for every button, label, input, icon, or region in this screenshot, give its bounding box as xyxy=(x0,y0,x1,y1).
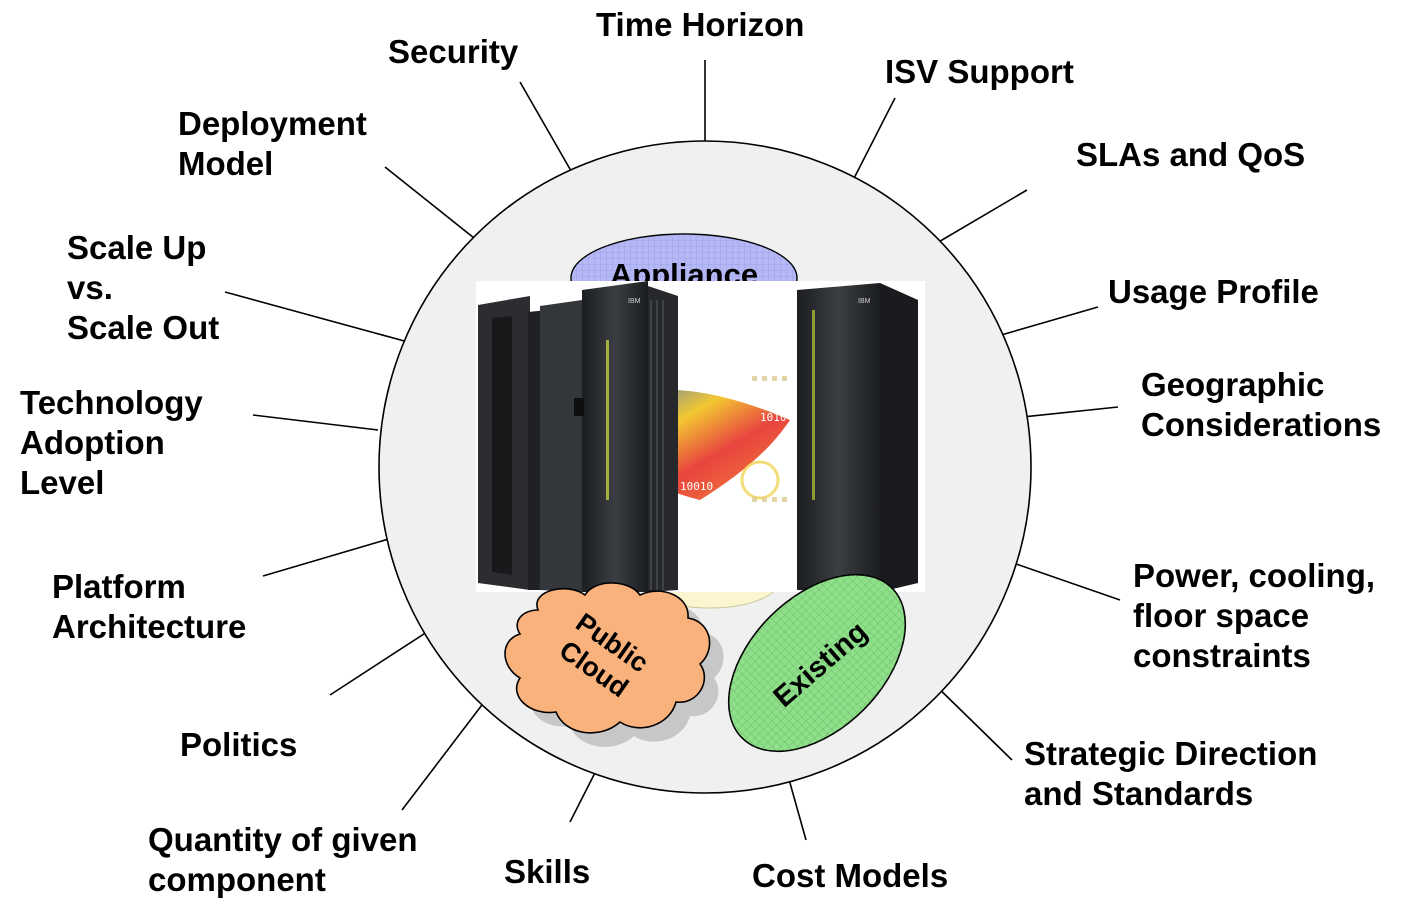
label-geographic: Geographic Considerations xyxy=(1141,365,1381,445)
label-platform-architecture-line2: Architecture xyxy=(52,608,247,645)
left-server-rack: IBM xyxy=(478,281,678,592)
label-platform-architecture: Platform Architecture xyxy=(52,567,246,647)
label-quantity-line2: component xyxy=(148,861,326,898)
right-server-rack: IBM xyxy=(797,283,918,592)
label-strategic-direction-line2: and Standards xyxy=(1024,775,1254,812)
label-power-cooling-line3: constraints xyxy=(1133,637,1311,674)
label-security: Security xyxy=(388,32,518,72)
label-security-line: Security xyxy=(388,33,519,70)
label-deployment-model: Deployment Model xyxy=(178,104,367,184)
label-technology-adoption-line1: Technology xyxy=(20,384,203,421)
svg-text:1010: 1010 xyxy=(760,411,787,424)
label-geographic-line1: Geographic xyxy=(1141,366,1325,403)
label-isv-support-line: ISV Support xyxy=(885,53,1074,90)
label-time-horizon: Time Horizon xyxy=(596,5,804,45)
label-power-cooling-line2: floor space xyxy=(1133,597,1310,634)
server-brand-left: IBM xyxy=(628,298,641,305)
label-politics: Politics xyxy=(180,725,297,765)
label-skills-line: Skills xyxy=(504,853,591,890)
label-usage-profile-line: Usage Profile xyxy=(1108,273,1319,310)
label-skills: Skills xyxy=(504,852,590,892)
svg-text:10010: 10010 xyxy=(680,480,713,493)
label-scale-line1: Scale Up xyxy=(67,229,207,266)
label-cost-models: Cost Models xyxy=(752,856,948,896)
label-technology-adoption-line2: Adoption xyxy=(20,424,165,461)
label-strategic-direction: Strategic Direction and Standards xyxy=(1024,734,1317,814)
label-power-cooling-line1: Power, cooling, xyxy=(1133,557,1376,594)
label-technology-adoption: Technology Adoption Level xyxy=(20,383,203,503)
label-power-cooling: Power, cooling, floor space constraints xyxy=(1133,556,1375,676)
label-deployment-model-line2: Model xyxy=(178,145,274,182)
label-quantity: Quantity of given component xyxy=(148,820,418,900)
public-cloud-shape: Public Cloud xyxy=(504,582,724,747)
label-technology-adoption-line3: Level xyxy=(20,464,105,501)
label-politics-line: Politics xyxy=(180,726,298,763)
label-scale: Scale Up vs. Scale Out xyxy=(67,228,219,348)
label-time-horizon-line: Time Horizon xyxy=(596,6,805,43)
label-geographic-line2: Considerations xyxy=(1141,406,1382,443)
server-brand-right: IBM xyxy=(858,298,871,305)
label-scale-line3: Scale Out xyxy=(67,309,220,346)
label-isv-support: ISV Support xyxy=(885,52,1074,92)
label-slas-qos: SLAs and QoS xyxy=(1076,135,1305,175)
label-deployment-model-line1: Deployment xyxy=(178,105,367,142)
label-cost-models-line: Cost Models xyxy=(752,857,949,894)
existing-ellipse: Existing xyxy=(727,573,907,753)
label-platform-architecture-line1: Platform xyxy=(52,568,186,605)
label-usage-profile: Usage Profile xyxy=(1108,272,1319,312)
label-slas-qos-line: SLAs and QoS xyxy=(1076,136,1306,173)
server-image: 1010 0110 10010 IBM xyxy=(476,281,925,592)
label-scale-line2: vs. xyxy=(67,269,113,306)
label-quantity-line1: Quantity of given xyxy=(148,821,418,858)
label-strategic-direction-line1: Strategic Direction xyxy=(1024,735,1318,772)
